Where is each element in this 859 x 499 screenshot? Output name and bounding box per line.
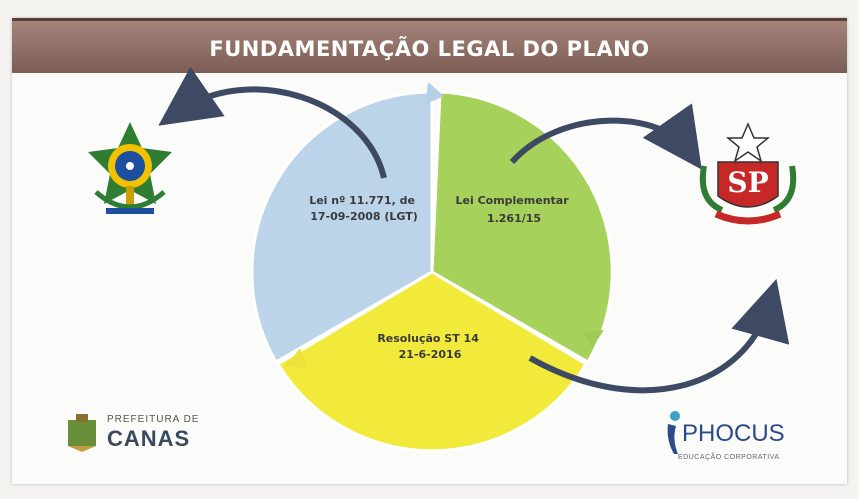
segment-lei-11771 (250, 90, 434, 365)
arrow-to-state (509, 103, 702, 170)
arrow-to-federal (158, 66, 387, 179)
segment-label-resolucao: Resolução ST 14 21-6-2016 (377, 332, 482, 361)
slide-title: FUNDAMENTAÇÃO LEGAL DO PLANO (209, 37, 650, 61)
canas-logo-name: CANAS (107, 426, 191, 451)
title-bar: FUNDAMENTAÇÃO LEGAL DO PLANO (12, 18, 847, 73)
arrow-from-resolucao (528, 278, 790, 394)
canas-crest-icon (68, 414, 96, 452)
cycle-tip-blue (426, 82, 444, 104)
sao-paulo-coat-of-arms-icon: SP (699, 122, 797, 225)
phocus-figure-icon (667, 411, 680, 454)
cycle-tip-green (584, 330, 604, 348)
segment-label-lei-complementar: Lei Complementar 1.261/15 (456, 194, 573, 225)
prefeitura-canas-logo: PREFEITURA DE CANAS (62, 408, 222, 458)
cycle-tip-yellow (286, 348, 308, 368)
phocus-logo-name: PHOCUS (682, 420, 785, 447)
segment-lei-complementar (430, 90, 614, 365)
sp-letters: SP (727, 166, 768, 199)
brazil-coat-of-arms-icon (88, 122, 172, 214)
phocus-logo: PHOCUS EDUCAÇÃO CORPORATIVA (664, 410, 804, 470)
segment-label-lei-11771: Lei nº 11.771, de 17-09-2008 (LGT) (309, 194, 419, 223)
canas-logo-top-text: PREFEITURA DE (107, 414, 200, 425)
phocus-logo-subtitle: EDUCAÇÃO CORPORATIVA (678, 454, 780, 461)
segment-resolucao-st14 (275, 270, 589, 453)
